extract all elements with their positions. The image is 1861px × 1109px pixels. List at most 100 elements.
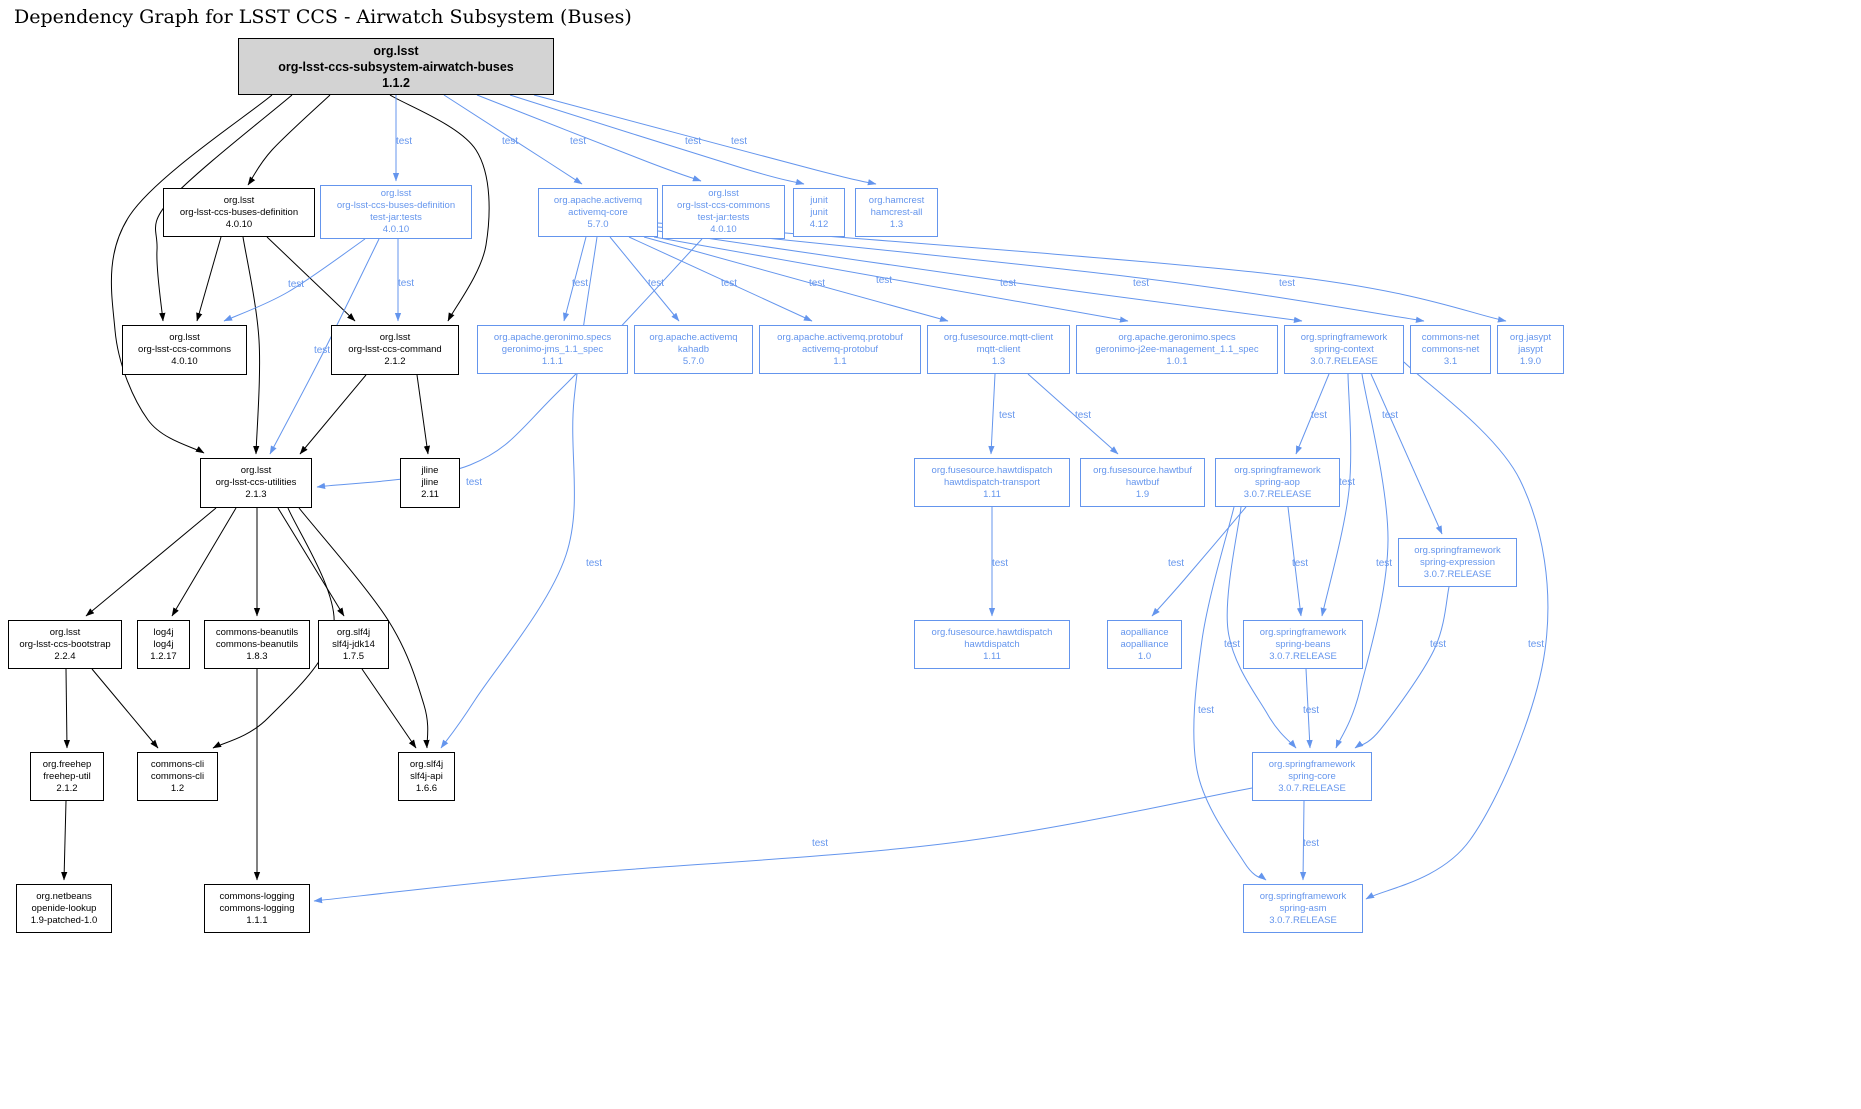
node-label-line: 1.8.3	[246, 650, 268, 662]
edge-spring-context-spring-expression	[1370, 373, 1443, 535]
edge-scope-label-activemq-core-mqtt-client: test	[809, 278, 825, 289]
edge-root-commons-tests	[476, 94, 702, 182]
edge-scope-label-buses-definition-tests-ccs-utilities: test	[314, 345, 330, 356]
edge-spring-context-spring-asm	[1365, 361, 1549, 900]
node-label-line: org.lsst	[380, 188, 412, 199]
edge-ccs-command-ccs-utilities	[299, 374, 367, 455]
edge-slf4j-jdk14-slf4j-api	[361, 668, 417, 749]
node-label-line: org-lsst-ccs-bootstrap	[19, 638, 111, 650]
node-label-line: commons-net	[1421, 343, 1480, 355]
edge-scope-label-spring-context-spring-aop: test	[1311, 410, 1327, 421]
node-label-line: spring-beans	[1275, 638, 1331, 650]
node-label-line: log4j	[153, 626, 174, 638]
node-label-line: org.lsst	[708, 188, 739, 199]
edge-activemq-core-jasypt	[657, 222, 1507, 323]
edge-scope-label-root-activemq-core: test	[502, 136, 518, 147]
node-label-line: 2.1.2	[56, 782, 78, 794]
node-label-line: org.springframework	[1414, 544, 1501, 556]
node-label-line: 4.0.10	[710, 224, 737, 235]
node-label-line: spring-aop	[1255, 476, 1300, 488]
edge-scope-label-root-commons-tests: test	[570, 136, 586, 147]
edge-scope-label-spring-aop-aopalliance: test	[1168, 558, 1184, 569]
node-label-line: org-lsst-ccs-buses-definition	[179, 206, 299, 218]
edge-mqtt-client-hawtbuf	[1027, 373, 1119, 455]
edge-bootstrap-commons-cli	[91, 668, 159, 749]
node-label-line: org-lsst-ccs-buses-definition	[336, 200, 456, 211]
edge-scope-label-spring-context-spring-beans: test	[1339, 477, 1355, 488]
edge-root-hamcrest	[533, 94, 877, 186]
node-label-line: 1.0	[1137, 650, 1152, 662]
node-label-line: jasypt	[1518, 343, 1543, 355]
edge-scope-label-buses-definition-tests-ccs-commons: test	[288, 279, 304, 290]
edge-root-ccs-utilities	[110, 94, 273, 454]
edge-spring-core-spring-asm	[1299, 800, 1307, 881]
edge-scope-label-activemq-core-geronimo-j2ee: test	[876, 275, 892, 286]
edge-root-buses-definition	[247, 94, 331, 186]
node-label-line: commons-cli	[150, 758, 205, 770]
edge-scope-label-buses-definition-tests-ccs-command: test	[398, 278, 414, 289]
node-label-line: org.apache.geronimo.specs	[493, 331, 612, 343]
edge-scope-label-activemq-core-spring-context: test	[1000, 278, 1016, 289]
edge-spring-beans-spring-core	[1305, 668, 1313, 749]
node-label-line: 1.1	[833, 355, 847, 367]
edge-scope-label-activemq-core-slf4j-api: test	[586, 558, 602, 569]
node-label-line: freehep-util	[43, 770, 91, 782]
node-label-line: hawtdispatch	[964, 638, 1020, 650]
edge-spring-core-commons-logging	[313, 787, 1253, 904]
edge-ccs-utilities-bootstrap	[85, 507, 217, 617]
node-label-line: commons-beanutils	[215, 638, 299, 650]
node-label-line: 1.3	[889, 218, 904, 230]
node-label-line: org.slf4j	[336, 626, 371, 638]
edge-scope-label-spring-core-commons-logging: test	[812, 838, 828, 849]
node-label-line: 1.11	[983, 488, 1001, 500]
node-label-line: org.apache.activemq.protobuf	[777, 331, 903, 343]
edge-freehep-util-openide-lookup	[61, 800, 68, 881]
node-label-line: commons-net	[1421, 331, 1480, 343]
edge-root-ccs-commons	[155, 94, 293, 322]
node-label-line: activemq-core	[568, 206, 628, 218]
edge-scope-label-spring-aop-spring-beans: test	[1292, 558, 1308, 569]
edge-ccs-utilities-slf4j-jdk14	[277, 507, 345, 617]
node-label-line: junit	[810, 194, 828, 206]
node-label-line: jline	[421, 465, 439, 476]
edge-buses-definition-tests-ccs-commons	[223, 238, 366, 322]
edge-ccs-utilities-log4j	[171, 507, 237, 617]
node-label-line: junit	[810, 206, 828, 218]
edge-scope-label-spring-context-spring-expression: test	[1382, 410, 1398, 421]
node-label-line: 1.11	[983, 650, 1001, 662]
edge-spring-aop-spring-beans	[1287, 506, 1304, 617]
edge-scope-label-mqtt-client-hawtbuf: test	[1075, 410, 1091, 421]
edge-mqtt-client-hawtdispatch-transport	[988, 373, 996, 455]
edge-scope-label-mqtt-client-hawtdispatch-transport: test	[999, 410, 1015, 421]
edge-scope-label-activemq-core-activemq-protobuf: test	[721, 278, 737, 289]
node-label-line: 1.9-patched-1.0	[30, 914, 98, 926]
node-label-line: test-jar:tests	[370, 212, 422, 223]
edge-spring-context-spring-core	[1335, 373, 1389, 749]
node-label-line: 2.11	[421, 489, 439, 500]
edge-scope-label-commons-tests-ccs-utilities: test	[466, 477, 482, 488]
node-label-line: org.lsst	[373, 43, 419, 58]
edge-scope-label-spring-context-spring-asm: test	[1528, 639, 1544, 650]
node-label-line: org.slf4j	[409, 758, 444, 770]
node-label-line: geronimo-j2ee-management_1.1_spec	[1095, 343, 1259, 355]
node-label-line: org.springframework	[1259, 890, 1347, 902]
edge-scope-label-activemq-core-jasypt: test	[1279, 278, 1295, 289]
node-label-line: slf4j-jdk14	[332, 638, 375, 650]
edge-spring-context-spring-beans	[1320, 373, 1352, 617]
node-label-line: 1.0.1	[1166, 355, 1188, 367]
node-label-line: org-lsst-ccs-command	[348, 344, 442, 355]
